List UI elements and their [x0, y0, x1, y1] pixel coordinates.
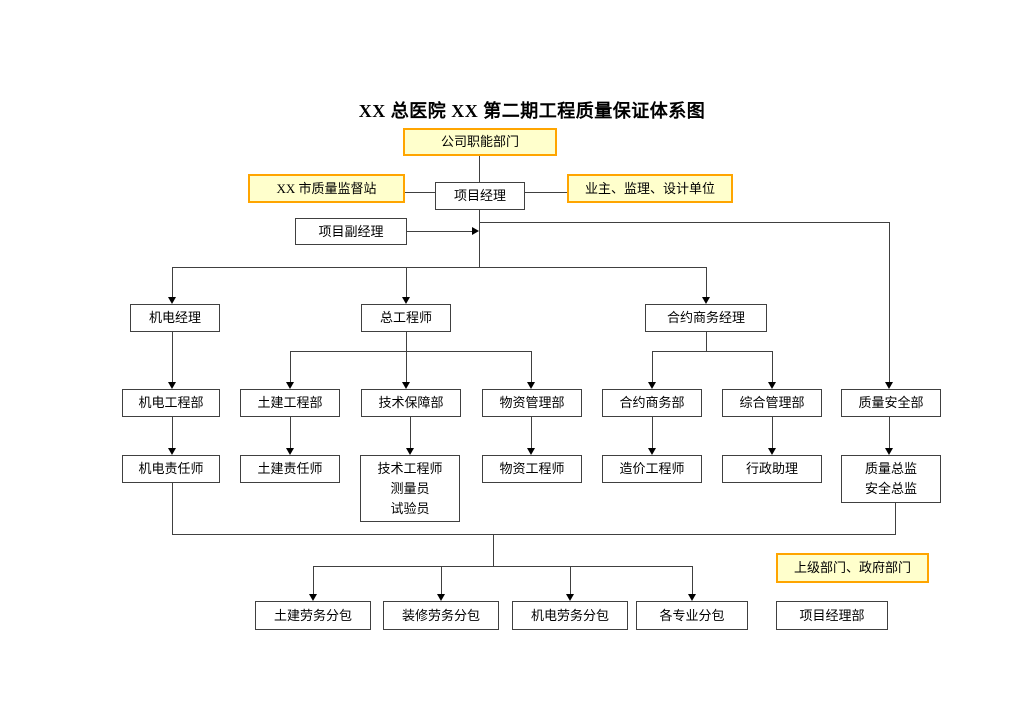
- chart-title: XX 总医院 XX 第二期工程质量保证体系图: [358, 101, 706, 121]
- connector-line: [313, 566, 314, 594]
- arrow-down: [527, 448, 535, 455]
- node-decoration-labor-sub: 装修劳务分包: [383, 601, 499, 630]
- connector-line: [652, 351, 773, 352]
- connector-line: [172, 267, 173, 297]
- connector-line: [706, 332, 707, 352]
- node-mech-responsible: 机电责任师: [122, 455, 220, 483]
- arrow-down: [286, 448, 294, 455]
- node-tech-support-dept: 技术保障部: [361, 389, 461, 417]
- connector-line: [172, 534, 896, 535]
- arrow-down: [688, 594, 696, 601]
- arrow-down: [527, 382, 535, 389]
- node-supervision-station: XX 市质量监督站: [248, 174, 405, 203]
- node-civil-eng-dept: 土建工程部: [240, 389, 340, 417]
- connector-line: [441, 566, 442, 594]
- arrow-down: [437, 594, 445, 601]
- node-project-manager: 项目经理: [435, 182, 525, 210]
- node-quality-safety-dept: 质量安全部: [841, 389, 941, 417]
- node-civil-responsible: 土建责任师: [240, 455, 340, 483]
- connector-line: [570, 566, 571, 594]
- node-quality-safety-chiefs: 质量总监 安全总监: [841, 455, 941, 503]
- connector-line: [692, 566, 693, 594]
- connector-line: [889, 417, 890, 448]
- connector-line: [290, 351, 532, 352]
- arrow-down: [768, 448, 776, 455]
- arrow-down: [566, 594, 574, 601]
- node-deputy-pm: 项目副经理: [295, 218, 407, 245]
- connector-line: [406, 267, 407, 297]
- arrow-down: [168, 448, 176, 455]
- connector-line: [493, 534, 494, 566]
- arrow-down: [309, 594, 317, 601]
- arrow-down: [286, 382, 294, 389]
- node-admin-assistant: 行政助理: [722, 455, 822, 483]
- connector-line: [410, 417, 411, 448]
- connector-line: [313, 566, 693, 567]
- connector-line: [479, 222, 890, 223]
- connector-line: [172, 483, 173, 534]
- arrow-right: [472, 227, 479, 235]
- connector-line: [406, 332, 407, 382]
- node-material-dept: 物资管理部: [482, 389, 582, 417]
- arrow-down: [406, 448, 414, 455]
- connector-line: [479, 210, 480, 268]
- node-contract-manager: 合约商务经理: [645, 304, 767, 332]
- arrow-down: [168, 297, 176, 304]
- connector-line: [531, 351, 532, 382]
- arrow-down: [402, 297, 410, 304]
- node-mech-eng-dept: 机电工程部: [122, 389, 220, 417]
- connector-line: [290, 417, 291, 448]
- node-general-mgmt-dept: 综合管理部: [722, 389, 822, 417]
- node-owner-units: 业主、监理、设计单位: [567, 174, 733, 203]
- arrow-down: [885, 382, 893, 389]
- arrow-down: [402, 382, 410, 389]
- node-contract-dept: 合约商务部: [602, 389, 702, 417]
- connector-line: [706, 267, 707, 297]
- node-company-dept: 公司职能部门: [403, 128, 557, 156]
- connector-line: [172, 332, 173, 382]
- node-specialty-sub: 各专业分包: [636, 601, 748, 630]
- connector-line: [652, 417, 653, 448]
- node-cost-engineer: 造价工程师: [602, 455, 702, 483]
- connector-line: [407, 231, 473, 232]
- node-upper-govt-dept: 上级部门、政府部门: [776, 553, 929, 583]
- connector-line: [172, 417, 173, 448]
- connector-line: [895, 503, 896, 534]
- connector-line: [531, 417, 532, 448]
- connector-line: [290, 351, 291, 382]
- arrow-down: [648, 382, 656, 389]
- arrow-down: [885, 448, 893, 455]
- connector-line: [479, 156, 480, 182]
- node-material-engineer: 物资工程师: [482, 455, 582, 483]
- connector-line: [889, 222, 890, 382]
- connector-line: [405, 192, 435, 193]
- connector-line: [772, 351, 773, 382]
- node-pm-dept: 项目经理部: [776, 601, 888, 630]
- node-mech-labor-sub: 机电劳务分包: [512, 601, 628, 630]
- node-chief-engineer: 总工程师: [361, 304, 451, 332]
- connector-line: [172, 267, 707, 268]
- connector-line: [772, 417, 773, 448]
- node-mech-manager: 机电经理: [130, 304, 220, 332]
- arrow-down: [702, 297, 710, 304]
- arrow-down: [648, 448, 656, 455]
- connector-line: [652, 351, 653, 382]
- arrow-down: [168, 382, 176, 389]
- node-civil-labor-sub: 土建劳务分包: [255, 601, 371, 630]
- node-tech-staff: 技术工程师 测量员 试验员: [360, 455, 460, 522]
- arrow-down: [768, 382, 776, 389]
- connector-line: [525, 192, 567, 193]
